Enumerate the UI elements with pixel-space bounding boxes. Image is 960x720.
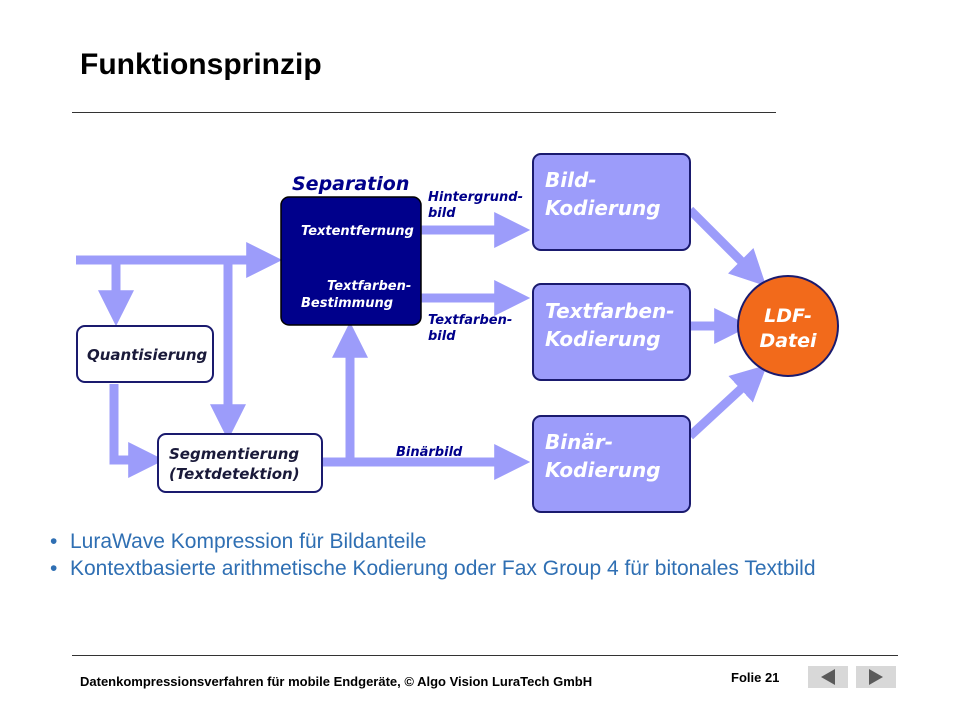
binaer-kodierung-box	[532, 415, 691, 513]
binaer-kodierung-label-b: Kodierung	[545, 458, 661, 482]
bullet-dot: •	[50, 530, 58, 553]
slide-number: Folie 21	[731, 670, 780, 685]
bullet-text: LuraWave Kompression für Bildanteile	[70, 530, 427, 553]
textfarbenbild-label-b: bild	[428, 329, 456, 344]
bullet-item: • Kontextbasierte arithmetische Kodierung…	[50, 555, 940, 582]
textfarben-kodierung-box	[532, 283, 691, 381]
footer-divider	[72, 655, 898, 656]
bullet-item: • LuraWave Kompression für Bildanteile	[50, 528, 940, 555]
binaerbild-label: Binärbild	[396, 445, 463, 460]
textfarben-kodierung-label-b: Kodierung	[545, 327, 661, 351]
separation-label-textentfernung: Textentfernung	[301, 224, 414, 239]
separation-label-textfarben: Textfarben-	[327, 279, 411, 294]
arrow-left-icon	[821, 669, 835, 685]
bullet-list: • LuraWave Kompression für Bildanteile • K…	[50, 528, 940, 582]
textfarbenbild-label-a: Textfarben-	[428, 313, 512, 328]
bullet-text: Kontextbasierte arithmetische Kodierung …	[70, 557, 816, 580]
separation-heading: Separation	[292, 173, 409, 195]
ldf-datei-circle	[737, 275, 839, 377]
slide-title: Funktionsprinzip	[80, 48, 322, 81]
separation-box	[280, 196, 422, 326]
bild-kodierung-label-b: Kodierung	[545, 196, 661, 220]
next-slide-button[interactable]	[856, 666, 896, 688]
segmentierung-label: Segmentierung	[169, 445, 299, 463]
connector-binaer-to-ldf	[686, 364, 768, 440]
previous-slide-button[interactable]	[808, 666, 848, 688]
bild-kodierung-label-a: Bild-	[545, 168, 597, 192]
hintergrundbild-label-b: bild	[428, 206, 456, 221]
bild-kodierung-box	[532, 153, 691, 251]
diagram-connectors	[76, 206, 768, 480]
hintergrundbild-label-a: Hintergrund-	[428, 190, 523, 205]
quantisierung-box	[76, 325, 214, 383]
ldf-label-b: Datei	[759, 330, 817, 352]
connector-bild-to-ldf	[686, 206, 767, 287]
separation-diagram: Separation Textentfernung Textfarben- Be…	[76, 153, 839, 513]
arrow-right-icon	[869, 669, 883, 685]
bullet-dot: •	[50, 557, 58, 580]
textdetektion-label: (Textdetektion)	[169, 465, 300, 483]
segmentierung-box	[157, 433, 323, 493]
connector-quantisierung-to-segmentierung	[109, 384, 165, 478]
title-divider	[72, 112, 776, 113]
textfarben-kodierung-label-a: Textfarben-	[545, 299, 675, 323]
binaer-kodierung-label-a: Binär-	[545, 430, 613, 454]
separation-label-bestimmung: Bestimmung	[301, 296, 393, 311]
footer-text: Datenkompressionsverfahren für mobile En…	[80, 674, 593, 689]
quantisierung-label: Quantisierung	[87, 346, 208, 364]
ldf-label-a: LDF-	[764, 305, 812, 327]
